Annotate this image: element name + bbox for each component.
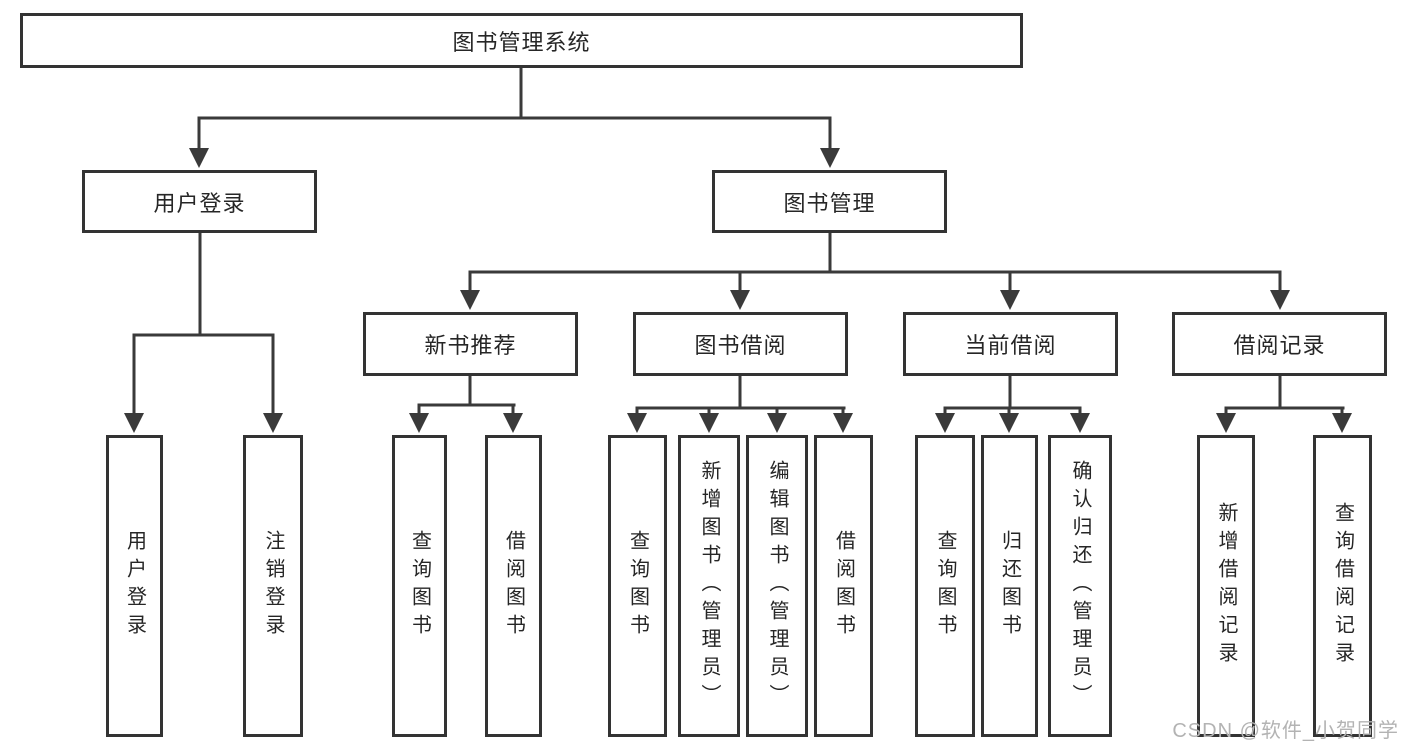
node-borrowing-borrow-books: 借阅图书 [814,435,873,737]
node-label: 图书管理 [783,190,876,216]
arrowhead-icon [263,413,283,433]
node-label: 归还图书 [998,530,1021,642]
node-label: 当前借阅 [964,333,1057,358]
arrowhead-icon [503,413,523,433]
arrowhead-icon [730,290,750,310]
node-current-borrowing: 当前借阅 [903,312,1118,376]
node-leaf-user-login: 用户登录 [106,435,163,737]
node-book-borrowing: 图书借阅 [633,312,848,376]
arrowhead-icon [820,148,840,168]
node-label: 用户登录 [153,190,246,216]
node-newbook-borrow-books: 借阅图书 [485,435,542,737]
node-label: 借阅图书 [502,530,525,642]
arrowhead-icon [189,148,209,168]
node-label: 借阅记录 [1233,333,1326,358]
arrowhead-icon [627,413,647,433]
node-label: 注销登录 [262,530,284,642]
node-label: 查询图书 [408,530,431,642]
node-label: 图书管理系统 [452,29,591,55]
arrowhead-icon [409,413,429,433]
node-label: 借阅图书 [832,530,855,642]
node-library-management-system: 图书管理系统 [20,13,1023,68]
node-borrowing-edit-books-admin: 编辑图书（管理员） [746,435,808,737]
node-records-add-borrow-record: 新增借阅记录 [1197,435,1255,737]
arrowhead-icon [1070,413,1090,433]
arrowhead-icon [1000,290,1020,310]
csdn-watermark: CSDN @软件_小贺同学 [1172,720,1399,742]
node-label: 查询图书 [626,530,649,642]
node-label: 确认归还（管理员） [1069,460,1091,712]
node-label: 新增借阅记录 [1215,502,1237,670]
arrowhead-icon [935,413,955,433]
node-new-book-recommendation: 新书推荐 [363,312,578,376]
arrowhead-icon [833,413,853,433]
arrowhead-icon [767,413,787,433]
arrowhead-icon [1332,413,1352,433]
node-borrowing-add-books-admin: 新增图书（管理员） [678,435,740,737]
node-current-confirm-return-admin: 确认归还（管理员） [1048,435,1112,737]
arrowhead-icon [699,413,719,433]
node-borrowing-query-books: 查询图书 [608,435,667,737]
node-leaf-logout: 注销登录 [243,435,303,737]
node-label: 图书借阅 [694,333,787,358]
arrowhead-icon [460,290,480,310]
node-label: 用户登录 [123,530,146,642]
node-records-query-borrow-record: 查询借阅记录 [1313,435,1372,737]
arrowhead-icon [1216,413,1236,433]
node-newbook-query-books: 查询图书 [392,435,447,737]
arrowhead-icon [999,413,1019,433]
node-label: 新书推荐 [424,333,517,358]
node-current-return-books: 归还图书 [981,435,1038,737]
arrowhead-icon [1270,290,1290,310]
node-book-management: 图书管理 [712,170,947,233]
node-borrowing-records: 借阅记录 [1172,312,1387,376]
node-label: 查询借阅记录 [1331,502,1354,670]
node-label: 编辑图书（管理员） [766,460,788,712]
node-current-query-books: 查询图书 [915,435,975,737]
node-label: 查询图书 [934,530,956,642]
node-label: 新增图书（管理员） [698,460,720,712]
arrowhead-icon [124,413,144,433]
node-user-login: 用户登录 [82,170,317,233]
